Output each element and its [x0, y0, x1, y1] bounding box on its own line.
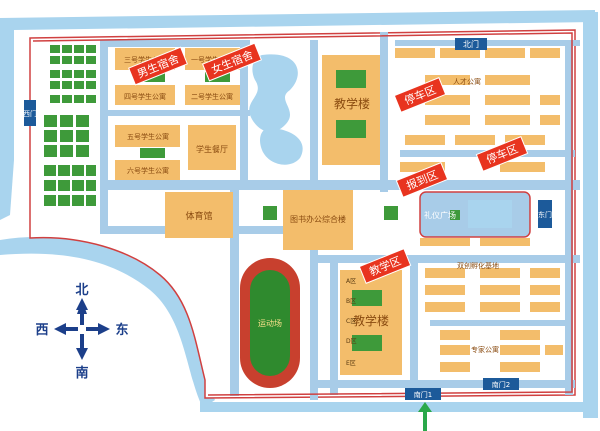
compass-arrow-left-icon: [54, 323, 66, 335]
compass-north-label: 北: [75, 283, 88, 298]
incubator-label: 双创孵化基地: [457, 261, 499, 270]
tag-female-dorm: 女生宿舍: [202, 42, 262, 82]
gate-west-label: 西门: [23, 109, 37, 118]
ceremony-plaza: [419, 191, 531, 238]
expert-apt-label: 专家公寓: [471, 345, 499, 354]
dorm-2-label: 二号学生公寓: [191, 92, 233, 101]
river-north: [0, 10, 595, 30]
stadium: [240, 258, 300, 388]
bld-d-label: D区: [346, 338, 357, 345]
sports-fields-west: [44, 45, 96, 206]
lake: [249, 54, 298, 132]
library-building: [283, 190, 353, 250]
dorm-4-label: 四号学生公寓: [124, 92, 166, 101]
library-lawn-right: [384, 206, 398, 220]
compass-east-label: 东: [115, 322, 128, 338]
compass-arrow-up-icon: [76, 298, 88, 310]
stadium-label: 运动场: [258, 318, 282, 328]
compass-rose: [54, 298, 110, 360]
teaching-building-bottom: [340, 270, 402, 375]
gate-south-2: 南门2: [483, 378, 519, 390]
bld-e-label: E区: [346, 360, 356, 367]
bld-c-label: C区: [346, 318, 356, 325]
teaching-building-top: [322, 55, 380, 165]
gate-north-label: 北门: [463, 39, 479, 49]
gym-label: 体育馆: [185, 210, 212, 222]
gym-building: [165, 192, 233, 238]
dorm-3-label: 三号学生公寓: [124, 55, 166, 64]
compass-arrow-right-icon: [98, 323, 110, 335]
gate-south-1: 南门1: [405, 388, 441, 400]
canteen-building: [188, 125, 236, 170]
river-south: [200, 402, 598, 412]
compass-south-label: 南: [75, 365, 88, 381]
bld-a-label: A区: [346, 278, 356, 285]
dorm-buildings: 一号学生公寓 四号学生公寓 二号学生公寓 五号学生公寓 六号学生公寓 三号学生公…: [115, 48, 240, 180]
gate-south-1-label: 南门1: [414, 390, 432, 399]
entrance-arrow-icon: [418, 402, 432, 431]
bld-b-label: B区: [346, 298, 356, 305]
library-lawn-left: [263, 206, 277, 220]
library-label: 图书办公综合楼: [290, 214, 346, 224]
east-blocks: [395, 48, 563, 372]
plaza-label: 礼仪广场: [424, 210, 456, 220]
gate-south-2-label: 南门2: [492, 380, 510, 389]
gate-east: 东门: [538, 200, 552, 228]
river-east: [583, 12, 598, 418]
teaching-top-label: 教学楼: [334, 96, 370, 111]
gate-west: 西门: [23, 100, 37, 126]
campus-wall: [32, 32, 573, 396]
compass-arrow-down-icon: [76, 348, 88, 360]
dorm-1-label: 一号学生公寓: [191, 55, 233, 64]
canteen-label: 学生餐厅: [196, 144, 228, 154]
dorm-5-label: 五号学生公寓: [127, 132, 169, 141]
pond: [260, 128, 303, 165]
dorm-6-label: 六号学生公寓: [127, 166, 169, 175]
talent-apt-label: 人才公寓: [453, 77, 481, 86]
river-southwest: [0, 236, 215, 408]
gate-north: 北门: [455, 38, 487, 50]
river-west: [0, 18, 14, 220]
teaching-bottom-label: 教学楼: [353, 313, 389, 328]
compass-west-label: 西: [35, 323, 48, 338]
gate-east-label: 东门: [538, 210, 552, 219]
